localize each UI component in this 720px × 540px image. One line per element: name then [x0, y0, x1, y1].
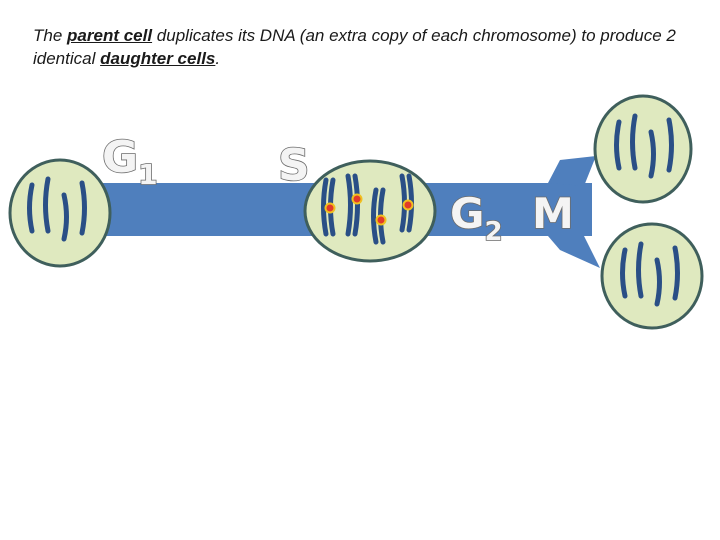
- caption-part1: The: [33, 26, 68, 45]
- chromosome: [61, 192, 69, 242]
- parent-cell: [8, 158, 112, 268]
- centromere: [324, 202, 336, 214]
- chromosome: [43, 176, 51, 234]
- daughter-top-chromosomes: [614, 113, 674, 179]
- phase-label-s: S: [278, 140, 310, 191]
- phase-label-g2: G2: [450, 189, 503, 247]
- parent-chromosomes: [27, 176, 87, 242]
- chromosome: [79, 180, 87, 236]
- chromosome: [352, 173, 360, 237]
- daughter-bottom-chromosomes: [620, 241, 680, 307]
- chromosome: [672, 245, 680, 301]
- arrow-lower-branch: [548, 236, 600, 268]
- duplicated-chromosomes: [321, 173, 414, 245]
- chromosome: [666, 117, 674, 173]
- caption-part3: .: [215, 49, 221, 68]
- chromosome: [345, 173, 353, 237]
- chromosome: [636, 241, 644, 299]
- chromosome: [371, 187, 379, 245]
- chromosome: [620, 247, 628, 299]
- centromere: [375, 214, 387, 226]
- centromere: [351, 193, 363, 205]
- centromere: [402, 199, 414, 211]
- phase-label-g1: G1: [102, 132, 158, 191]
- phase-label-m: M: [532, 189, 574, 238]
- daughter-cell-top: [593, 94, 693, 204]
- daughter-cell-bottom: [600, 222, 704, 330]
- arrow-upper-branch: [548, 156, 596, 186]
- chromosome: [648, 129, 656, 179]
- s-phase-cell: [303, 159, 437, 263]
- caption-text: The parent cell duplicates its DNA (an e…: [33, 24, 693, 70]
- chromosome: [630, 113, 638, 171]
- chromosome: [321, 177, 329, 237]
- chromosome: [614, 119, 622, 171]
- caption-part2: duplicates its DNA (an extra copy of eac…: [33, 26, 676, 68]
- chromosome: [27, 182, 35, 234]
- parent-cell-term: parent cell: [67, 26, 153, 45]
- daughter-cells-term: daughter cells: [100, 49, 216, 68]
- chromosome: [654, 257, 662, 307]
